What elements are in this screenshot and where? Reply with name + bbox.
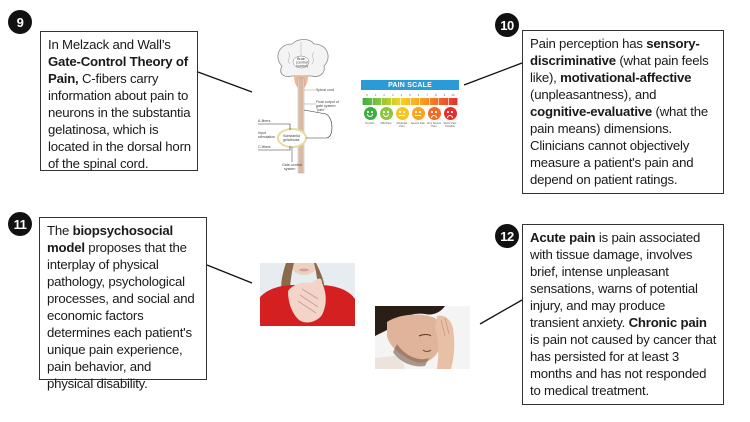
pain-scale-face-label: Moderate Pain: [396, 122, 408, 128]
callout-key-term: Gate-Control Theory of Pain,: [48, 54, 188, 86]
pain-scale-number: 0: [366, 93, 368, 97]
callout-text: (what pain feels like),: [530, 53, 709, 85]
svg-text:Brain: Brain: [297, 57, 305, 61]
pain-scale-number: 3: [392, 93, 394, 97]
svg-text:Gate-control: Gate-control: [282, 163, 302, 167]
hand-on-temple: [435, 315, 455, 369]
face-frown-icon: [427, 107, 441, 120]
connector-10: [463, 62, 523, 86]
svg-text:stimulation: stimulation: [258, 135, 275, 139]
pain-scale-tick: [409, 98, 411, 105]
callout-text: (unpleasantness), and: [530, 87, 657, 102]
pain-scale-number: 10: [451, 93, 455, 97]
callout-text: proposes that the interplay of physical …: [47, 240, 195, 391]
pain-scale-number: 8: [434, 93, 437, 97]
callout-badge-10: 10: [495, 13, 519, 37]
pain-scale-face-item: Very Severe Pain: [426, 107, 442, 141]
pain-scale-number: 9: [443, 93, 446, 97]
face-frown-icon: [443, 107, 457, 120]
face-smile-icon: [363, 107, 377, 120]
callout-text: In Melzack and Wall’s: [48, 37, 171, 52]
pain-scale-title: PAIN SCALE: [361, 80, 459, 90]
callout-badge-11: 11: [8, 212, 32, 236]
hands: [288, 278, 326, 323]
pain-scale-ticks: [362, 98, 458, 105]
pain-scale-tick: [419, 98, 420, 105]
pain-scale-face-item: Severe Pain: [410, 107, 426, 141]
callout-text: The: [47, 223, 73, 238]
callout-key-term: Acute pain: [530, 230, 596, 245]
svg-text:gelatinosa: gelatinosa: [283, 138, 299, 142]
pain-scale-face-item: No Pain: [362, 107, 378, 141]
photo-hand-pain: [260, 263, 355, 326]
pain-scale-number: 5: [409, 93, 411, 97]
connector-9: [197, 71, 253, 93]
photo-headache: [375, 306, 470, 369]
pain-scale-face-item: Mild Pain: [378, 107, 394, 141]
callout-box-10: Pain perception has sensory-discriminati…: [522, 30, 724, 194]
gate-control-diagram: Brain (central control) Spinal cord Fina…: [252, 38, 350, 178]
callout-text: is pain not caused by cancer that has pe…: [530, 332, 717, 398]
pain-scale-tick: [400, 98, 401, 105]
pain-scale-tick: [438, 98, 439, 105]
pain-scale-tick: [390, 98, 392, 105]
a-fibers-path: [258, 123, 291, 130]
callout-text: (what the pain means) dimensions. Clinic…: [530, 104, 708, 187]
svg-text:Final output of: Final output of: [316, 100, 339, 104]
pain-scale-face-label: Severe Pain: [410, 122, 426, 125]
callout-badge-9: 9: [8, 10, 32, 34]
pain-scale-face-item: Moderate Pain: [394, 107, 410, 141]
pain-scale-number: 6: [417, 93, 420, 97]
central-control: [292, 55, 310, 69]
pain-scale-tick: [447, 98, 449, 105]
pain-scale-face-label: Very Severe Pain: [426, 122, 442, 128]
pain-scale-number: 7: [426, 93, 428, 97]
svg-text:gate system:: gate system:: [316, 104, 336, 108]
connector-11: [206, 264, 253, 284]
callout-key-term: cognitive-evaluative: [530, 104, 653, 119]
svg-text:Input: Input: [258, 131, 266, 135]
connector-12: [479, 299, 523, 325]
callout-key-term: Chronic pain: [628, 315, 707, 330]
callout-box-9: In Melzack and Wall’s Gate-Control Theor…: [40, 31, 198, 171]
pain-scale-number: 1: [374, 93, 377, 97]
pain-scale-tick: [371, 98, 373, 105]
c-fibers-path: [258, 146, 291, 151]
callout-text: C-fibers carry information about pain to…: [48, 71, 191, 171]
svg-text:C-fibers: C-fibers: [258, 145, 271, 149]
callout-box-11: The biopsychosocial model proposes that …: [39, 217, 207, 391]
pain-scale-face-label: Mild Pain: [380, 122, 392, 125]
label-spinal-cord: Spinal cord: [316, 88, 334, 92]
callout-text: is pain associated with tissue damage, i…: [530, 230, 701, 330]
spinal-cord: [297, 77, 305, 174]
svg-text:"pain": "pain": [316, 108, 326, 112]
pain-scale-tick: [457, 98, 458, 105]
svg-text:system: system: [284, 167, 295, 171]
pain-scale-face-label: Worst Pain Possible: [443, 122, 457, 128]
callout-key-term: sensory-discriminative: [530, 36, 700, 68]
pain-scale: PAIN SCALE 0 1 2 3 4 5 6 7 8 9 10 No Pain Mild Pain…: [361, 80, 459, 142]
pain-scale-number: 4: [400, 93, 403, 97]
svg-text:(central: (central: [296, 61, 308, 65]
face-smile-icon: [379, 107, 393, 120]
svg-text:A-fibers: A-fibers: [258, 119, 271, 123]
svg-text:Substantia: Substantia: [283, 134, 300, 138]
face-flat-icon: [395, 107, 409, 120]
pain-scale-tick: [381, 98, 382, 105]
pain-scale-number: 2: [383, 93, 385, 97]
hair: [375, 306, 445, 336]
svg-text:control): control): [296, 64, 308, 68]
callout-box-12: Acute pain is pain associated with tissu…: [522, 224, 724, 405]
pain-scale-tick: [362, 98, 363, 105]
pain-scale-face-item: Worst Pain Possible: [442, 107, 458, 141]
face-flat-icon: [411, 107, 425, 120]
callout-key-term: biopsychosocial model: [47, 223, 173, 255]
pain-scale-tick: [428, 98, 430, 105]
callout-key-term: motivational-affective: [560, 70, 692, 85]
callout-badge-12: 12: [495, 224, 519, 248]
pain-scale-numbers: 0 1 2 3 4 5 6 7 8 9 10: [363, 93, 457, 98]
callout-text: Pain perception has: [530, 36, 647, 51]
pain-scale-face-label: No Pain: [365, 122, 375, 125]
